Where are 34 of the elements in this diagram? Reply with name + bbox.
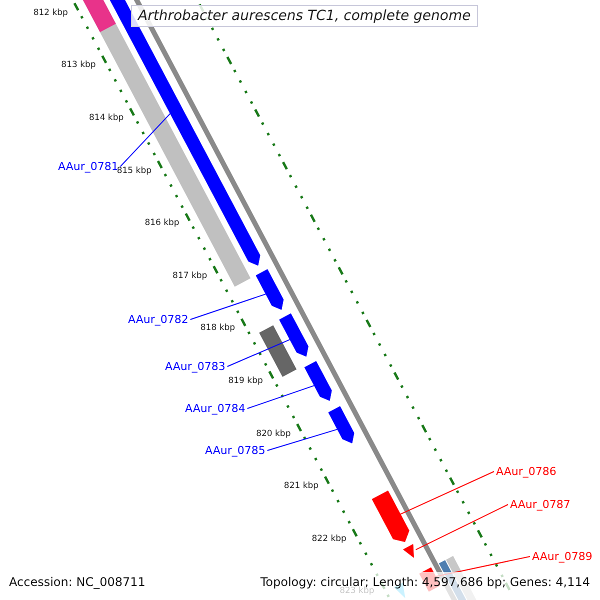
scale-label: 815 kbp — [116, 166, 152, 176]
scale-label: 822 kbp — [312, 534, 346, 544]
leader-line — [266, 428, 338, 451]
scale-label: 814 kbp — [89, 112, 124, 123]
gene-block — [403, 544, 414, 558]
title: Arthrobacter aurescens TC1, complete genome — [131, 5, 478, 27]
leader-line — [120, 113, 171, 167]
accession-text: Accession: NC_008711 — [9, 575, 146, 589]
gene-label: AAur_0784 — [185, 402, 246, 415]
leader-line — [190, 294, 266, 320]
gene-label: AAur_0789 — [532, 550, 592, 563]
scale-label: 816 kbp — [144, 218, 180, 228]
scale-label: 821 kbp — [284, 481, 319, 492]
gene-label: AAur_0786 — [496, 465, 556, 478]
genome-info-text: Topology: circular; Length: 4,597,686 bp; Genes: 4,114 — [260, 575, 590, 589]
scale-label: 813 kbp — [61, 60, 96, 70]
leader-line — [400, 471, 494, 515]
scale-label: 820 kbp — [256, 428, 291, 439]
scale-label: 819 kbp — [228, 376, 263, 386]
leader-line — [246, 385, 315, 409]
gene-label: AAur_0783 — [165, 360, 226, 373]
gene-label: AAur_0787 — [510, 498, 570, 511]
gene-block — [372, 490, 410, 542]
gene-block — [256, 269, 284, 310]
gene-block — [279, 313, 308, 357]
leader-line — [226, 339, 290, 367]
gene-block — [328, 406, 354, 444]
scale-label: 818 kbp — [200, 323, 236, 334]
scale-label: 812 kbp — [33, 8, 68, 18]
gene-label: AAur_0785 — [205, 444, 266, 457]
gene-block — [304, 361, 332, 401]
leader-line — [415, 504, 508, 550]
gene-label: AAur_0781 — [58, 160, 118, 173]
gene-label: AAur_0782 — [128, 313, 188, 326]
